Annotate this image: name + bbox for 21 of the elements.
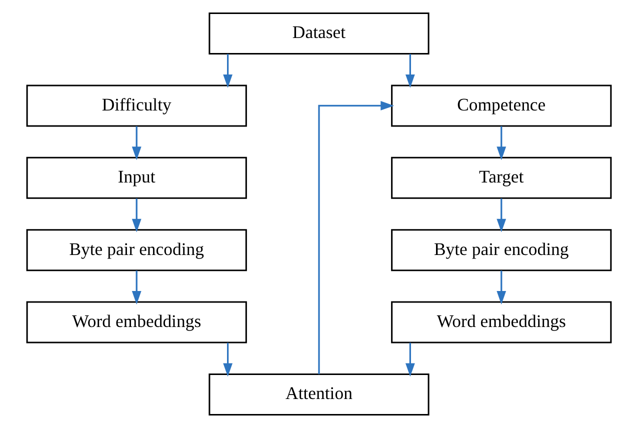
arrow	[222, 342, 232, 377]
node-box: Dataset	[208, 12, 429, 55]
arrow	[222, 54, 232, 88]
node-box: Byte pair encoding	[390, 229, 612, 272]
node-box: Difficulty	[26, 84, 246, 127]
arrow	[496, 198, 506, 232]
arrow	[404, 54, 414, 88]
node-box: Input	[26, 156, 246, 199]
arrow	[318, 101, 394, 374]
node-box: Word embeddings	[26, 301, 246, 344]
arrow	[131, 270, 141, 304]
node-box: Word embeddings	[390, 301, 612, 344]
arrow	[404, 342, 414, 377]
arrow	[131, 198, 141, 232]
arrow	[496, 126, 506, 160]
node-box: Byte pair encoding	[26, 229, 246, 272]
node-box: Competence	[390, 84, 612, 127]
arrow	[496, 270, 506, 304]
node-box: Target	[390, 156, 612, 199]
node-box: Attention	[208, 373, 429, 416]
arrow	[131, 126, 141, 160]
